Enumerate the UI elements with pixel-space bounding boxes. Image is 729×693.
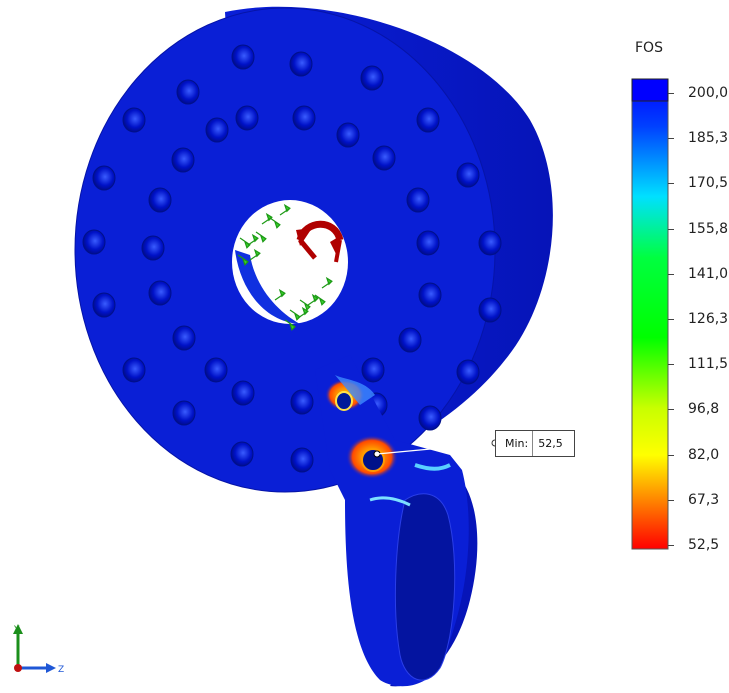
bolt-hole bbox=[82, 229, 106, 255]
center-bore bbox=[232, 200, 348, 324]
legend-tick-mark bbox=[668, 228, 674, 230]
bolt-hole bbox=[290, 389, 314, 415]
bolt-hole bbox=[141, 235, 165, 261]
legend-title: FOS bbox=[635, 40, 663, 56]
bolt-hole bbox=[360, 65, 384, 91]
bolt-hole bbox=[148, 187, 172, 213]
bolt-hole bbox=[172, 400, 196, 426]
bolt-hole bbox=[122, 357, 146, 383]
y-axis-label: Y bbox=[13, 625, 20, 635]
bolt-hole bbox=[478, 297, 502, 323]
legend-tick-label: 185,3 bbox=[688, 130, 729, 147]
min-probe-label[interactable]: Min: 52,5 bbox=[495, 430, 575, 457]
bolt-hole bbox=[290, 447, 314, 473]
bolt-hole bbox=[289, 51, 313, 77]
fixture-arrow-icon bbox=[237, 254, 249, 266]
legend-tick-label: 155,8 bbox=[688, 220, 729, 237]
bolt-hole bbox=[92, 292, 116, 318]
legend-tick-label: 200,0 bbox=[688, 85, 729, 101]
axis-triad: Y Z bbox=[13, 624, 64, 675]
bolt-hole bbox=[416, 107, 440, 133]
legend-tick-label: 67,3 bbox=[688, 491, 720, 508]
legend-tick-mark bbox=[668, 545, 674, 546]
fixture-arrow-icon bbox=[314, 294, 326, 306]
bolt-hole bbox=[230, 441, 254, 467]
z-axis-label: Z bbox=[58, 665, 64, 675]
legend-tick-mark bbox=[668, 409, 674, 411]
legend-tick-mark bbox=[668, 183, 674, 185]
bolt-hole bbox=[406, 187, 430, 213]
fixture-arrows bbox=[237, 203, 333, 331]
fos-colorbar bbox=[631, 78, 669, 550]
fixture-arrow-icon bbox=[274, 288, 286, 301]
bolt-hole bbox=[172, 325, 196, 351]
bolt-hole bbox=[416, 230, 440, 256]
fixture-arrow-icon bbox=[247, 233, 259, 246]
bolt-hole bbox=[361, 357, 385, 383]
bolt-hole bbox=[92, 165, 116, 191]
bolt-hole bbox=[122, 107, 146, 133]
legend-tick-mark bbox=[668, 138, 674, 140]
bolt-hole bbox=[456, 359, 480, 385]
fixture-arrow-icon bbox=[255, 231, 267, 243]
fixture-arrow-icon bbox=[321, 276, 333, 289]
legend-tick-label: 111,5 bbox=[688, 356, 729, 373]
bolt-hole bbox=[231, 44, 255, 70]
bolt-hole bbox=[204, 357, 228, 383]
legend-tick-label: 82,0 bbox=[688, 446, 720, 463]
legend-tick-label: 96,8 bbox=[688, 401, 720, 418]
min-probe-value: 52,5 bbox=[538, 437, 563, 450]
legend-tick-mark bbox=[668, 93, 674, 94]
fixture-arrow-icon bbox=[249, 248, 261, 261]
fixture-arrow-icon bbox=[297, 306, 309, 319]
legend-tick-mark bbox=[668, 454, 674, 456]
fixture-arrow-icon bbox=[299, 299, 311, 311]
legend-tick-mark bbox=[668, 319, 674, 320]
legend-tick-mark bbox=[668, 273, 674, 275]
legend-tick-mark bbox=[668, 364, 674, 366]
bolt-hole bbox=[336, 122, 360, 148]
fixture-arrow-icon bbox=[269, 217, 281, 229]
bolt-holes bbox=[82, 44, 502, 473]
bolt-hole bbox=[205, 117, 229, 143]
bolt-hole bbox=[372, 145, 396, 171]
bolt-hole bbox=[456, 162, 480, 188]
bolt-hole bbox=[171, 147, 195, 173]
fixture-arrow-icon bbox=[284, 319, 296, 331]
min-probe-key: Min: bbox=[496, 431, 534, 456]
bolt-hole bbox=[418, 282, 442, 308]
fixture-arrow-icon bbox=[307, 293, 319, 306]
bolt-hole bbox=[231, 380, 255, 406]
bolt-hole bbox=[398, 327, 422, 353]
bolt-hole bbox=[148, 280, 172, 306]
legend-tick-label: 126,3 bbox=[688, 311, 729, 327]
fos-colorbar-top-cell bbox=[631, 78, 669, 102]
legend-tick-label: 52,5 bbox=[688, 537, 720, 553]
fixture-arrow-icon bbox=[279, 203, 291, 216]
bolt-hole bbox=[418, 405, 442, 431]
legend-tick-mark bbox=[668, 499, 674, 501]
legend-tick-label: 170,5 bbox=[688, 175, 729, 192]
bolt-hole bbox=[292, 105, 316, 131]
legend-tick-label: 141,0 bbox=[688, 265, 729, 282]
bolt-hole bbox=[478, 230, 502, 256]
x-axis-icon bbox=[14, 664, 22, 672]
torque-arrow-icon bbox=[296, 220, 344, 263]
bolt-hole bbox=[176, 79, 200, 105]
fixture-arrow-icon bbox=[239, 237, 251, 249]
bolt-hole bbox=[235, 105, 259, 131]
